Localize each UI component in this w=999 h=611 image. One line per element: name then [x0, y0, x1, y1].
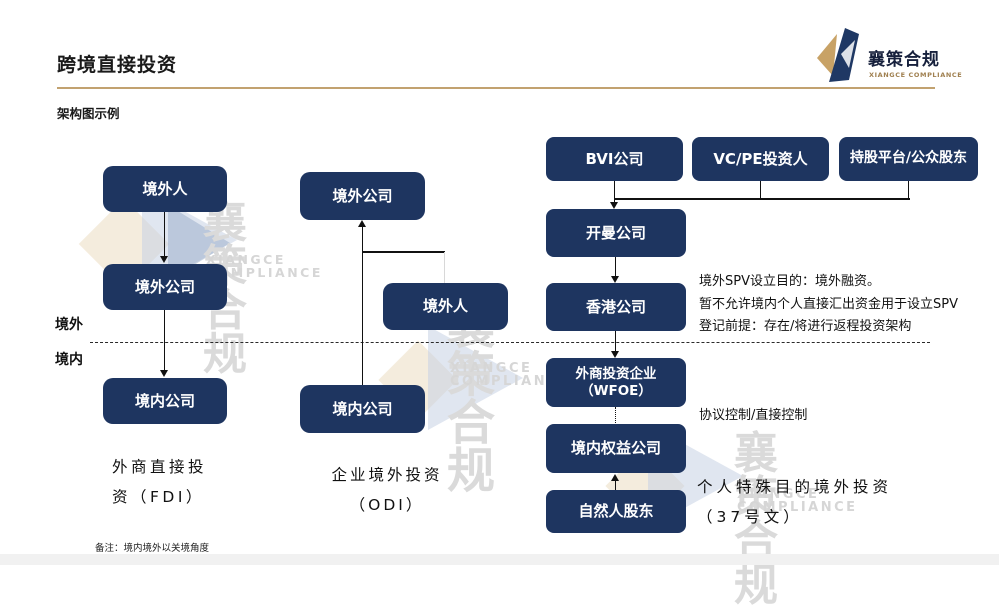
node-spv-cayman: 开曼公司: [546, 209, 686, 257]
node-odi-offshore-company: 境外公司: [300, 172, 425, 220]
arrowhead-up-icon: [358, 220, 366, 227]
node-spv-vcpe: VC/PE投资人: [692, 137, 829, 181]
odi-caption-line2: （ODI）: [349, 496, 425, 514]
node-fdi-onshore-company: 境内公司: [103, 378, 227, 424]
connector-line: [615, 331, 616, 352]
arrowhead-down-icon: [160, 256, 168, 263]
node-spv-natural-person: 自然人股东: [546, 490, 686, 533]
zone-label-offshore: 境外: [55, 317, 83, 333]
title-underline: [57, 87, 935, 89]
connector-line: [908, 181, 909, 199]
connector-dotted-line: [615, 407, 616, 423]
arrowhead-down-icon: [611, 351, 619, 358]
fdi-caption: 外商直接投 资（FDI）: [112, 452, 207, 512]
spv-caption-line1: 个人特殊目的境外投资: [697, 478, 893, 496]
node-fdi-offshore-person: 境外人: [103, 166, 227, 212]
footer-bar: [0, 554, 999, 565]
spv-note-line3: 登记前提：存在/将进行返程投资架构: [699, 319, 912, 334]
node-spv-bvi: BVI公司: [546, 137, 683, 181]
arrowhead-down-icon: [611, 276, 619, 283]
node-spv-hongkong: 香港公司: [546, 283, 686, 331]
control-note: 协议控制/直接控制: [699, 408, 808, 423]
arrowhead-down-icon: [160, 370, 168, 377]
spv-note: 境外SPV设立目的：境外融资。 暂不允许境内个人直接汇出资金用于设立SPV 登记…: [699, 271, 958, 339]
node-spv-holding-platform: 持股平台/公众股东: [839, 137, 978, 181]
node-fdi-offshore-company: 境外公司: [103, 264, 227, 310]
wfoe-label-line2: （WFOE）: [580, 382, 652, 399]
odi-caption-line1: 企业境外投资: [331, 466, 443, 484]
page-title: 跨境直接投资: [57, 54, 178, 76]
spv-caption-line2: （37号文）: [697, 508, 803, 526]
fdi-caption-line2: 资（FDI）: [112, 488, 205, 506]
spv-caption: 个人特殊目的境外投资 （37号文）: [697, 472, 892, 532]
connector-line: [760, 181, 761, 199]
footnote: 备注：境内境外以关境角度: [95, 543, 210, 554]
logo-mark-icon: [817, 28, 859, 82]
connector-line: [362, 227, 363, 385]
connector-line: [614, 181, 615, 199]
connector-line: [615, 257, 616, 277]
node-spv-wfoe: 外商投资企业 （WFOE）: [546, 358, 686, 407]
logo-subname: XIANGCE COMPLIANCE: [869, 71, 963, 79]
fdi-caption-line1: 外商直接投: [112, 458, 208, 476]
node-spv-onshore-equity: 境内权益公司: [546, 424, 686, 473]
arrowhead-down-icon: [610, 202, 618, 209]
odi-caption: 企业境外投资 （ODI）: [303, 460, 471, 520]
zone-label-onshore: 境内: [55, 352, 83, 368]
connector-line: [614, 198, 615, 203]
spv-note-line2: 暂不允许境内个人直接汇出资金用于设立SPV: [699, 296, 958, 312]
node-odi-onshore-company: 境内公司: [300, 385, 425, 433]
connector-line: [614, 198, 910, 200]
wfoe-label-line1: 外商投资企业: [575, 365, 657, 382]
connector-line: [362, 251, 445, 253]
node-odi-offshore-person: 境外人: [383, 283, 508, 330]
company-logo: 襄策合规 XIANGCE COMPLIANCE: [815, 24, 985, 90]
customs-boundary-line: [90, 342, 930, 343]
connector-line-light: [444, 252, 445, 283]
connector-line: [164, 310, 165, 371]
spv-note-line1: 境外SPV设立目的：境外融资。: [699, 274, 880, 289]
logo-name: 襄策合规: [868, 50, 940, 70]
diagram-subtitle: 架构图示例: [57, 106, 120, 121]
connector-line: [615, 480, 616, 490]
connector-line: [164, 212, 165, 257]
